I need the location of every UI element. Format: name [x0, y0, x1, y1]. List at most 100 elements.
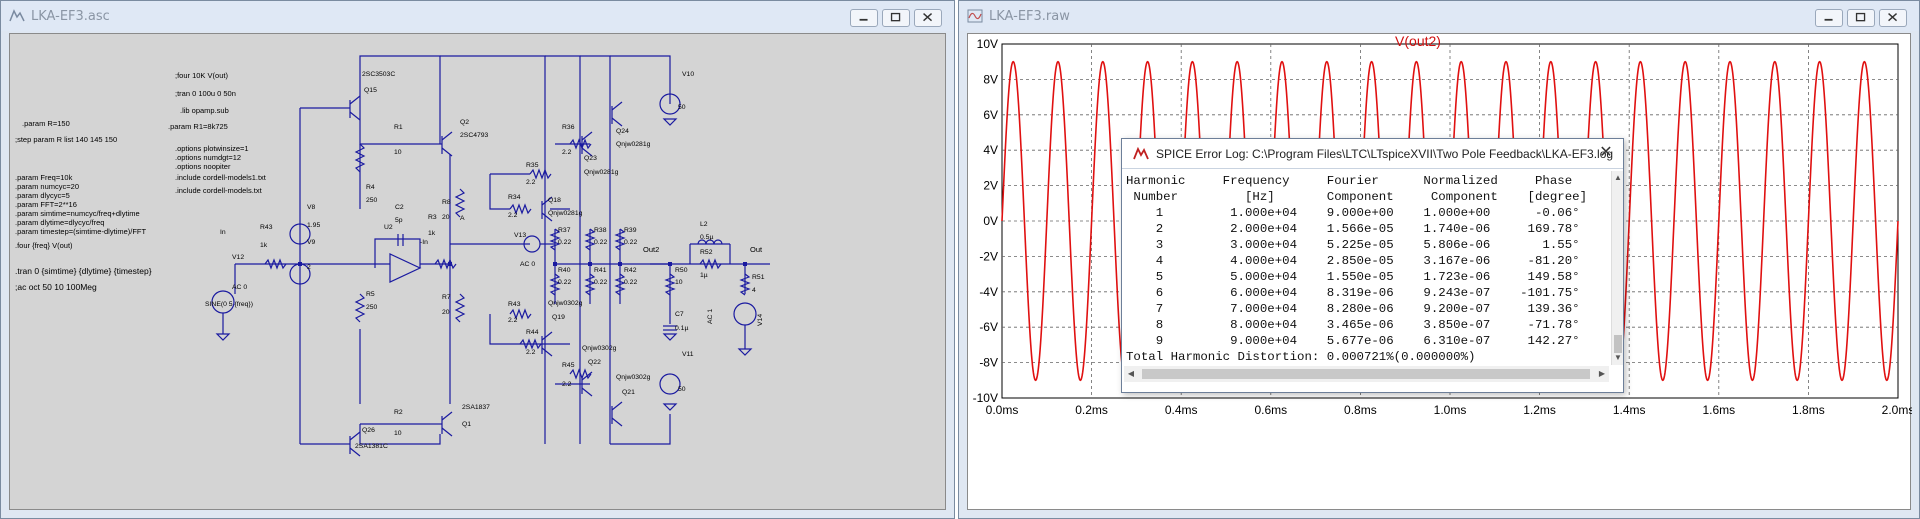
scroll-up-arrow-icon[interactable]: ▲ — [1614, 173, 1622, 182]
schematic-canvas[interactable]: ;four 10K V(out) ;tran 0 100u 0 50n .lib… — [9, 33, 946, 510]
x-tick-label: 1.2ms — [1523, 403, 1556, 417]
log-row: 6 6.000e+04 8.319e-06 9.243e-07 -101.75° — [1126, 286, 1580, 300]
label-v9: V9 — [307, 239, 316, 246]
waveform-icon — [967, 9, 983, 23]
label-c7-val: 0.1µ — [675, 325, 688, 332]
label-c7: C7 — [675, 311, 684, 318]
label-v8: V8 — [307, 204, 316, 211]
directive-lib: .lib opamp.sub — [180, 106, 229, 115]
label-c2-val: 5p — [395, 217, 403, 224]
label-v9-val: 2 — [307, 264, 311, 271]
label-r50-val: 10 — [675, 279, 683, 286]
directive-tran1: ;tran 0 100u 0 50n — [175, 89, 236, 98]
schematic-drawing: ;four 10K V(out) ;tran 0 100u 0 50n .lib… — [15, 55, 770, 457]
label-l2: L2 — [700, 221, 708, 228]
close-button[interactable] — [1879, 9, 1907, 27]
log-header-line1: Harmonic Frequency Fourier Normalized Ph… — [1126, 174, 1573, 188]
maximize-button[interactable] — [1847, 9, 1875, 27]
label-r52: R52 — [700, 249, 713, 256]
maximize-button[interactable] — [882, 9, 910, 27]
label-r2: R2 — [394, 409, 403, 416]
label-q19-model: Qnjw0302g — [548, 300, 583, 307]
label-r36: R36 — [562, 124, 575, 131]
directive-ac: ;ac oct 50 10 100Meg — [15, 282, 97, 292]
x-tick-label: 0.0ms — [986, 403, 1019, 417]
label-r42-val: 0.22 — [624, 279, 637, 286]
minimize-button[interactable] — [850, 9, 878, 27]
minimize-button[interactable] — [1815, 9, 1843, 27]
label-v10: V10 — [682, 71, 694, 78]
label-r1-val: 10 — [394, 149, 402, 156]
y-tick-label: 10V — [977, 37, 998, 51]
directive-tran2: .tran 0 {simtime} {dlytime} {timestep} — [15, 266, 152, 276]
directive-four-out: ;four 10K V(out) — [175, 71, 228, 80]
log-row: 4 4.000e+04 2.850e-05 3.167e-06 -81.20° — [1126, 254, 1580, 268]
directive-param-dlycyc: .param dlycyc=5 — [15, 191, 70, 200]
label-r43: R43 — [260, 224, 273, 231]
scroll-left-arrow-icon[interactable]: ◀ — [1127, 369, 1135, 378]
schematic-titlebar[interactable]: LKA-EF3.asc — [1, 1, 954, 31]
label-ac0b: AC 0 — [520, 261, 535, 268]
label-r3: R3 — [428, 214, 437, 221]
scroll-right-arrow-icon[interactable]: ▶ — [1598, 369, 1606, 378]
ltspice-icon — [1133, 147, 1149, 160]
directive-param-r1: .param R1=8k725 — [168, 122, 228, 131]
y-tick-label: -4V — [979, 285, 998, 299]
directive-param-timestep: .param timestep=(simtime-dlytime)/FFT — [15, 227, 146, 236]
x-tick-label: 0.6ms — [1254, 403, 1287, 417]
label-r43b: R43 — [508, 301, 521, 308]
scroll-thumb[interactable] — [1614, 335, 1622, 353]
label-r40: R40 — [558, 267, 571, 274]
log-row: 9 9.000e+04 5.677e-06 6.310e-07 142.27° — [1126, 334, 1580, 348]
waveform-titlebar[interactable]: LKA-EF3.raw — [959, 1, 1919, 31]
log-vertical-scrollbar[interactable]: ▲ ▼ — [1611, 171, 1623, 365]
log-text-area[interactable]: Harmonic Frequency Fourier Normalized Ph… — [1124, 171, 1609, 363]
label-q23-model: Qnjw0281g — [584, 169, 619, 176]
label-r37-val: 0.22 — [558, 239, 571, 246]
label-q18: Q18 — [548, 197, 561, 204]
close-button[interactable] — [914, 9, 942, 27]
dialog-titlebar[interactable]: SPICE Error Log: C:\Program Files\LTC\LT… — [1122, 139, 1623, 169]
label-r35-val: 2.2 — [526, 179, 536, 186]
log-row: 5 5.000e+04 1.550e-05 1.723e-06 149.58° — [1126, 270, 1580, 284]
label-r43-val: 1k — [260, 242, 268, 249]
label-q21: Q21 — [622, 389, 635, 396]
label-q26-model: 2SA1381C — [355, 443, 388, 450]
label-r34: R34 — [508, 194, 521, 201]
label-v13: V13 — [514, 232, 526, 239]
label-r45: R45 — [562, 362, 575, 369]
y-tick-label: 0V — [983, 214, 998, 228]
trace-label-v-out2[interactable]: V(out2) — [1395, 33, 1441, 49]
label-r1: R1 — [394, 124, 403, 131]
x-tick-label: 1.8ms — [1792, 403, 1825, 417]
label-q19: Q19 — [552, 314, 565, 321]
y-tick-label: -6V — [979, 320, 998, 334]
label-q2: Q2 — [460, 119, 469, 126]
schematic-window[interactable]: LKA-EF3.asc — [0, 0, 955, 519]
label-out2: Out2 — [643, 245, 659, 254]
log-horizontal-scrollbar[interactable]: ◀ ▶ — [1124, 366, 1609, 382]
hscroll-thumb[interactable] — [1142, 369, 1590, 379]
label-r42: R42 — [624, 267, 637, 274]
log-row: 8 8.000e+04 3.465e-06 3.850e-07 -71.78° — [1126, 318, 1580, 332]
label-q26: Q26 — [362, 427, 375, 434]
label-r7: R7 — [442, 294, 451, 301]
x-tick-label: 1.6ms — [1702, 403, 1735, 417]
schematic-icon — [9, 9, 25, 22]
directive-param-freq: .param Freq=10k — [15, 173, 73, 182]
scroll-down-arrow-icon[interactable]: ▼ — [1614, 353, 1622, 362]
label-r34-val: 2.2 — [508, 212, 518, 219]
label-r39: R39 — [624, 227, 637, 234]
label-r43b-val: 2.2 — [508, 317, 518, 324]
label-r41-val: 0.22 — [594, 279, 607, 286]
label-r8-val: 20 — [442, 214, 450, 221]
spice-error-log-dialog[interactable]: SPICE Error Log: C:\Program Files\LTC\LT… — [1121, 138, 1624, 393]
label-q1: Q1 — [462, 421, 471, 428]
y-tick-label: 8V — [983, 72, 998, 86]
y-tick-label: -8V — [979, 356, 998, 370]
label-ac0: AC 0 — [232, 284, 247, 291]
label-r38: R38 — [594, 227, 607, 234]
dialog-close-button[interactable]: ✕ — [1599, 144, 1613, 161]
label-q18-model: Qnjw0281g — [548, 210, 583, 217]
